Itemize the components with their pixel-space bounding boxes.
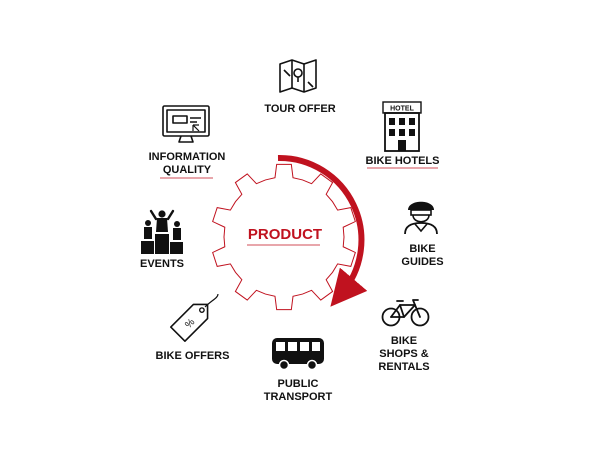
- public-transport-label: PUBLIC TRANSPORT: [263, 378, 333, 403]
- bike-guides-label: BIKE GUIDES: [401, 243, 444, 268]
- bike-shops-label: BIKE SHOPS & RENTALS: [378, 335, 430, 373]
- monitor-icon: [162, 105, 210, 143]
- gear-icon: [212, 163, 356, 311]
- hotel-sign-text: HOTEL: [390, 106, 414, 113]
- events-label: EVENTS: [139, 258, 184, 270]
- bus-icon: [272, 338, 324, 371]
- hotel-icon: HOTEL: [382, 101, 422, 152]
- bike-offers-label: BIKE OFFERS: [155, 350, 230, 362]
- price-tag-percent: %: [183, 317, 197, 331]
- cycle-arrow: [277, 154, 368, 307]
- product-label: PRODUCT: [247, 226, 323, 243]
- cyclist-helmet-icon: [404, 201, 438, 235]
- bicycle-icon: [381, 299, 430, 327]
- map-icon: [279, 59, 317, 93]
- bike-hotels-label: BIKE HOTELS: [365, 155, 440, 167]
- podium-icon: [141, 209, 183, 254]
- information-quality-label: INFORMATION QUALITY: [148, 151, 226, 176]
- tour-offer-label: TOUR OFFER: [264, 103, 336, 115]
